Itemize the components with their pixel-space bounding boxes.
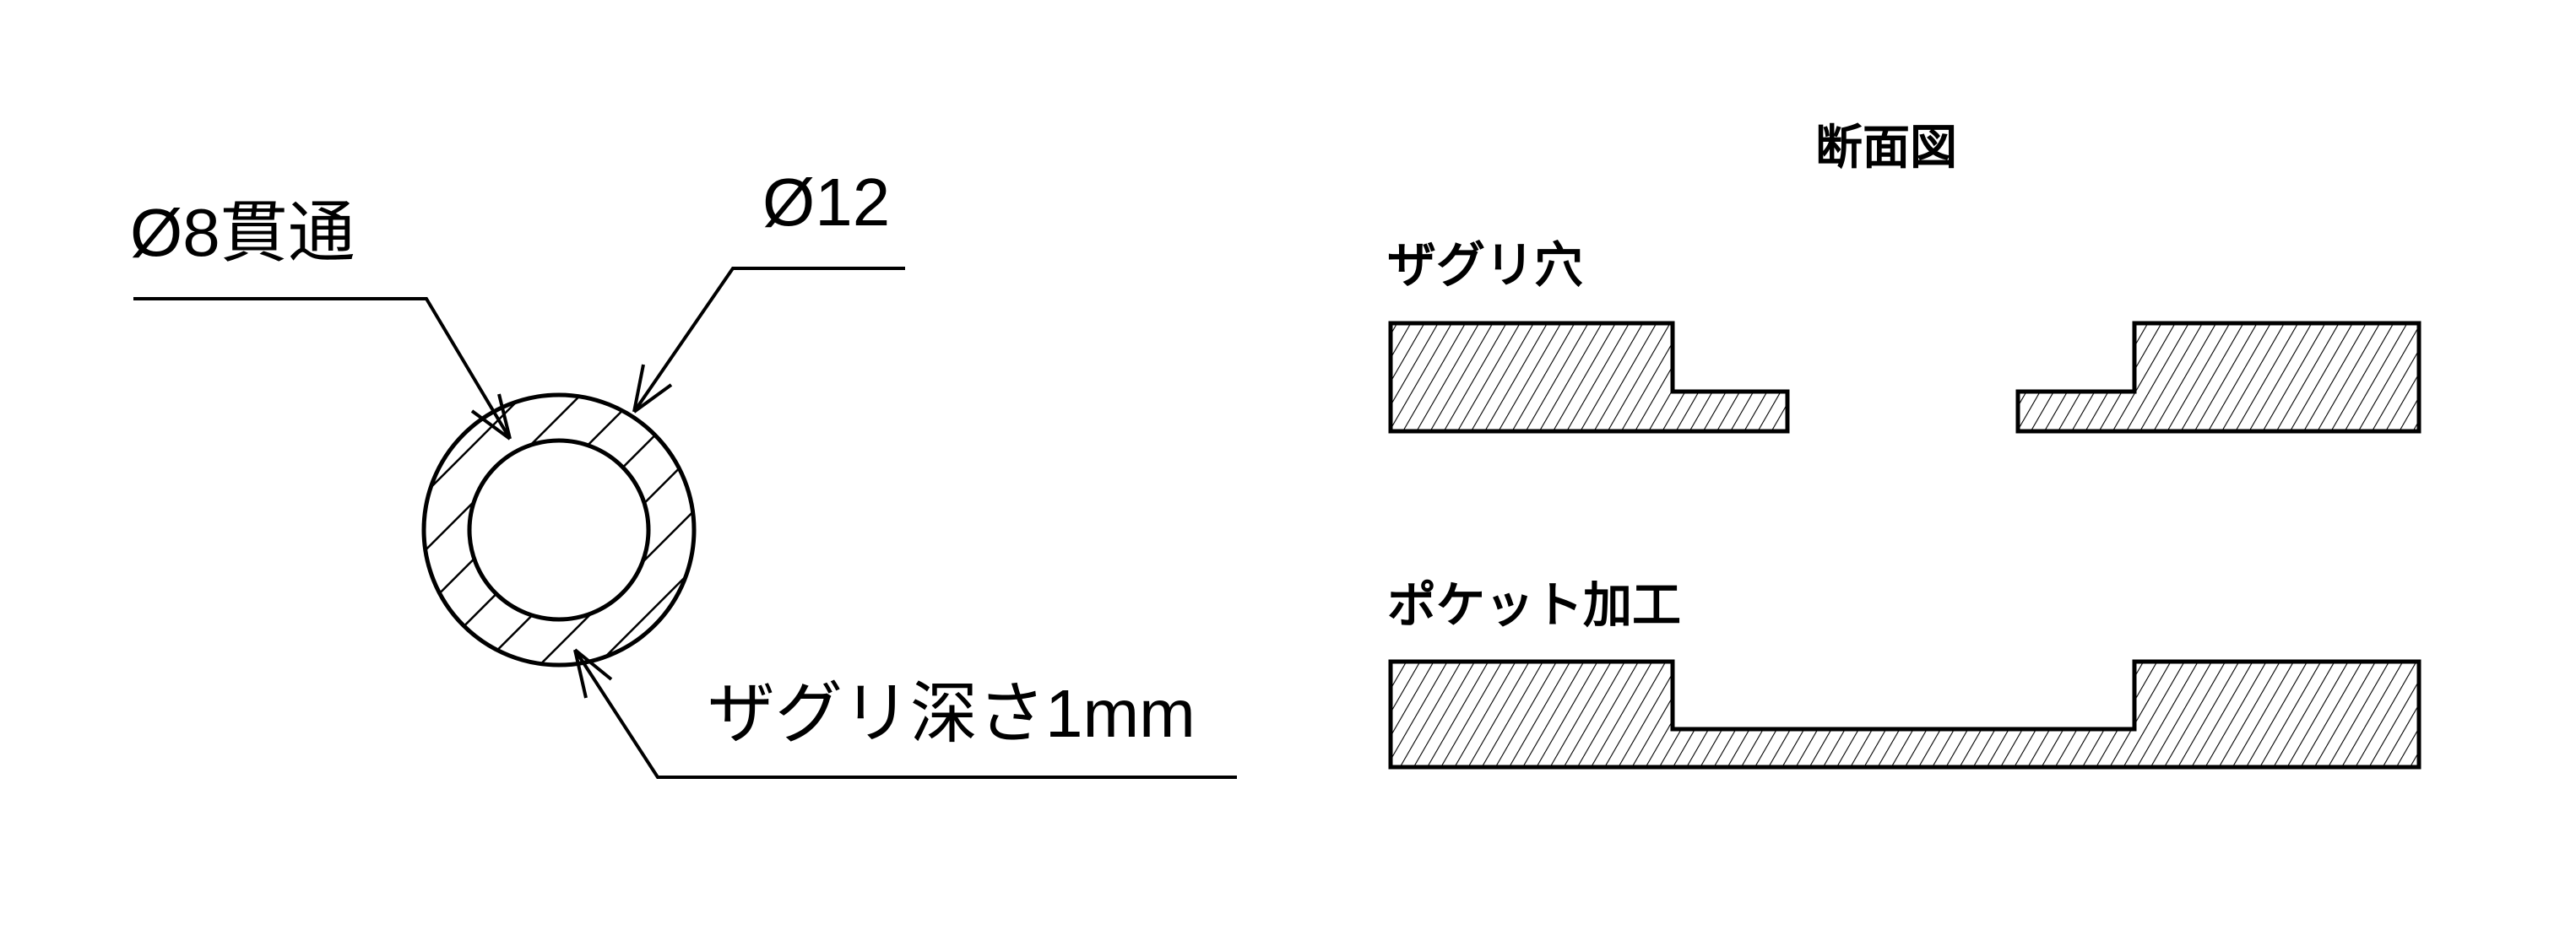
arrow-head-icon [470,409,512,441]
counterbore-outer-circle [421,392,697,668]
section-pocket [1388,659,2421,770]
section-counterbore-right [2015,321,2421,434]
through-hole-label: Ø8貫通 [130,195,355,270]
section-counterbore-left [1388,321,1790,434]
arrow-head-icon [632,364,645,413]
pocket-section-label: ポケット加工 [1387,576,1682,634]
leader-through-hole [133,297,512,441]
arrow-head-icon [573,649,588,699]
counterbore-depth-label: ザグリ深さ1mm [708,676,1196,751]
leader-counterbore-depth [573,648,1237,779]
through-hole-inner-circle [467,438,651,622]
counterbore-section-label: ザグリ穴 [1387,236,1584,294]
counterbore-diameter-label: Ø12 [762,165,891,240]
section-view-title: 断面図 [1815,121,1957,176]
plan-view-hole [405,371,726,692]
leader-counterbore-diameter [632,267,905,414]
ring-hatching [405,371,726,692]
